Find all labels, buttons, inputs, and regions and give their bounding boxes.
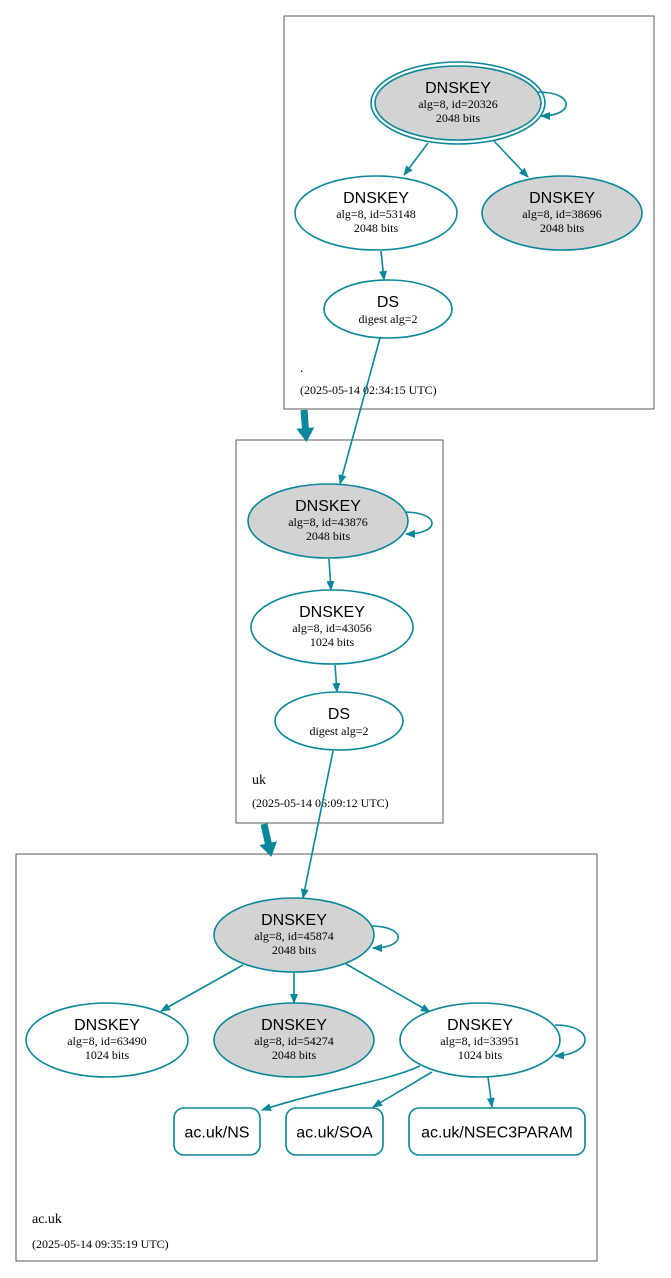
node-shape-ac_ksk <box>213 897 375 973</box>
node-title-ac_ksk: DNSKEY <box>261 912 327 929</box>
node-title-uk_ksk: DNSKEY <box>295 498 361 515</box>
node-size-uk_ksk: 2048 bits <box>306 529 351 543</box>
node-title-uk_zsk: DNSKEY <box>299 604 365 621</box>
zone-timestamp-acuk: (2025-05-14 09:35:19 UTC) <box>32 1237 169 1251</box>
node-title-rr_soa: ac.uk/SOA <box>296 1125 373 1142</box>
node-size-root_ksk: 2048 bits <box>436 111 481 125</box>
delegation-arrows <box>259 409 315 857</box>
zone-name-uk: uk <box>252 773 266 788</box>
node-size-ac_zsk2: 1024 bits <box>458 1048 503 1062</box>
node-detail-uk_ksk: alg=8, id=43876 <box>288 515 368 529</box>
zone-name-acuk: ac.uk <box>32 1212 62 1227</box>
edge-uk_zsk-to-uk_ds <box>332 664 341 693</box>
edge-root_ksk-to-root_zsk1 <box>403 142 429 176</box>
node-detail-ac_ksk: alg=8, id=45874 <box>254 929 334 943</box>
node-shape-ac_zsk1 <box>25 1002 189 1078</box>
node-shape-rr_nsec3param <box>408 1107 586 1156</box>
node-size-root_zsk1: 2048 bits <box>354 221 399 235</box>
self-loop-ac_ksk <box>369 925 399 952</box>
node-size-uk_zsk: 1024 bits <box>310 635 355 649</box>
node-detail-ac_zsk1: alg=8, id=63490 <box>67 1034 147 1048</box>
node-detail-uk_ds: digest alg=2 <box>309 724 368 738</box>
edge-ac_zsk2-to-rr_ns <box>261 1065 421 1112</box>
zone-timestamp-root: (2025-05-14 02:34:15 UTC) <box>300 383 437 397</box>
node-detail-root_ksk: alg=8, id=20326 <box>418 97 498 111</box>
node-rr_soa: ac.uk/SOA <box>285 1107 384 1156</box>
node-rr_ns: ac.uk/NS <box>173 1107 261 1156</box>
node-shape-rr_soa <box>285 1107 384 1156</box>
trust-anchor-ring <box>370 61 546 145</box>
zone-timestamp-uk: (2025-05-14 06:09:12 UTC) <box>252 796 389 810</box>
node-title-rr_nsec3param: ac.uk/NSEC3PARAM <box>421 1125 573 1142</box>
node-shape-root_zsk2 <box>481 175 643 251</box>
node-shape-uk_ds <box>274 691 404 751</box>
node-shape-root_ksk <box>374 65 542 141</box>
node-shape-ac_ksk2 <box>213 1002 375 1078</box>
node-shape-uk_ksk <box>247 483 409 559</box>
edge-ac_ksk-to-ac_zsk2 <box>345 963 431 1013</box>
self-loop-uk_ksk <box>403 511 433 538</box>
node-title-root_ds: DS <box>377 294 399 311</box>
node-title-root_ksk: DNSKEY <box>425 80 491 97</box>
node-rr_nsec3param: ac.uk/NSEC3PARAM <box>408 1107 586 1156</box>
node-title-ac_zsk1: DNSKEY <box>74 1017 140 1034</box>
edge-root_zsk1-to-root_ds <box>379 250 388 281</box>
edge-uk_ksk-to-uk_zsk <box>326 558 335 591</box>
self-loop-root_ksk <box>537 91 567 120</box>
node-shape-root_zsk1 <box>294 175 458 251</box>
node-title-uk_ds: DS <box>328 706 350 723</box>
zone-name-root: . <box>300 361 304 376</box>
signature-edges <box>160 91 586 1112</box>
node-detail-root_zsk2: alg=8, id=38696 <box>522 207 602 221</box>
edge-ac_zsk2-to-rr_nsec3param <box>486 1076 495 1108</box>
node-detail-root_zsk1: alg=8, id=53148 <box>336 207 416 221</box>
node-title-root_zsk1: DNSKEY <box>343 190 409 207</box>
delegation-arrowhead-uk-to-acuk <box>259 841 278 857</box>
node-title-ac_ksk2: DNSKEY <box>261 1017 327 1034</box>
edge-root_ds-to-uk_ksk <box>338 337 381 485</box>
edge-uk_ds-to-ac_ksk <box>300 750 334 899</box>
delegation-arrowhead-root-to-uk <box>296 427 315 442</box>
node-title-rr_ns: ac.uk/NS <box>185 1125 250 1142</box>
node-detail-ac_zsk2: alg=8, id=33951 <box>440 1034 520 1048</box>
zone-box-root <box>283 15 655 410</box>
node-size-ac_ksk: 2048 bits <box>272 943 317 957</box>
edge-ac_ksk-to-ac_zsk1 <box>160 964 244 1012</box>
node-detail-uk_zsk: alg=8, id=43056 <box>292 621 372 635</box>
edge-ac_zsk2-to-rr_soa <box>372 1071 433 1108</box>
node-title-ac_zsk2: DNSKEY <box>447 1017 513 1034</box>
node-detail-ac_ksk2: alg=8, id=54274 <box>254 1034 334 1048</box>
node-size-ac_zsk1: 1024 bits <box>85 1048 130 1062</box>
node-size-root_zsk2: 2048 bits <box>540 221 585 235</box>
zone-box-uk <box>235 439 444 824</box>
node-shape-uk_zsk <box>250 589 414 665</box>
zone-box-acuk <box>15 853 598 1262</box>
node-shape-ac_zsk2 <box>399 1002 561 1078</box>
node-shape-root_ds <box>323 279 453 339</box>
edge-root_ksk-to-root_zsk2 <box>493 140 529 178</box>
self-loop-ac_zsk2 <box>554 1024 586 1060</box>
node-title-root_zsk2: DNSKEY <box>529 190 595 207</box>
node-shape-rr_ns <box>173 1107 261 1156</box>
node-detail-root_ds: digest alg=2 <box>358 312 417 326</box>
node-size-ac_ksk2: 2048 bits <box>272 1048 317 1062</box>
